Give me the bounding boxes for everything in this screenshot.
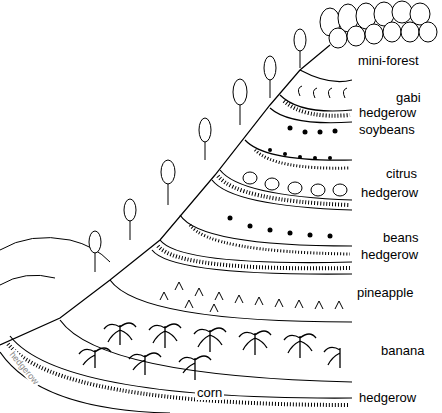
row-label: soybeans [357,122,417,137]
row-label: hedgerow [359,247,420,262]
row-label: mini-forest [356,53,421,68]
row-label: banana [379,343,426,358]
row-label: corn [195,385,224,400]
row-label: pineapple [355,285,415,300]
row-label: citrus [384,166,419,181]
faint-row-label: hedgerow [6,348,42,388]
row-label: hedgerow [357,390,418,405]
row-label: beans [381,230,420,245]
row-label: hedgerow [359,185,420,200]
row-label: hedgerow [357,105,418,120]
row-label: gabi [394,90,423,105]
